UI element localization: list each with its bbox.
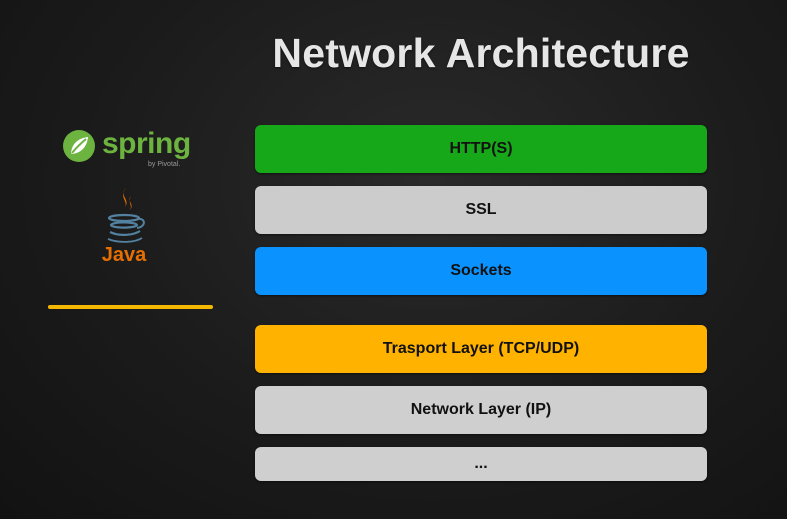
spring-logo: spring by Pivotal. (60, 125, 191, 171)
java-wordmark: Java (101, 244, 147, 266)
layer-label: SSL (465, 201, 497, 218)
java-cup-icon (107, 188, 145, 243)
layer-network: Network Layer (IP) (255, 386, 707, 434)
layer-label: ... (474, 455, 488, 472)
layer-label: Sockets (450, 262, 512, 279)
layer-transport: Trasport Layer (TCP/UDP) (255, 325, 707, 373)
layer-ellipsis: ... (255, 447, 707, 481)
layer-label: Trasport Layer (TCP/UDP) (382, 340, 580, 357)
spring-wordmark: spring (102, 127, 191, 160)
spring-leaf-icon (63, 130, 95, 162)
layer-label: Network Layer (IP) (410, 401, 552, 418)
java-logo: Java (96, 186, 152, 272)
layer-sockets: Sockets (255, 247, 707, 295)
layer-ssl: SSL (255, 186, 707, 234)
divider-line (48, 305, 213, 309)
spring-byline: by Pivotal. (148, 161, 181, 168)
layer-label: HTTP(S) (449, 140, 513, 157)
layer-https: HTTP(S) (255, 125, 707, 173)
page-title: Network Architecture (272, 30, 690, 76)
